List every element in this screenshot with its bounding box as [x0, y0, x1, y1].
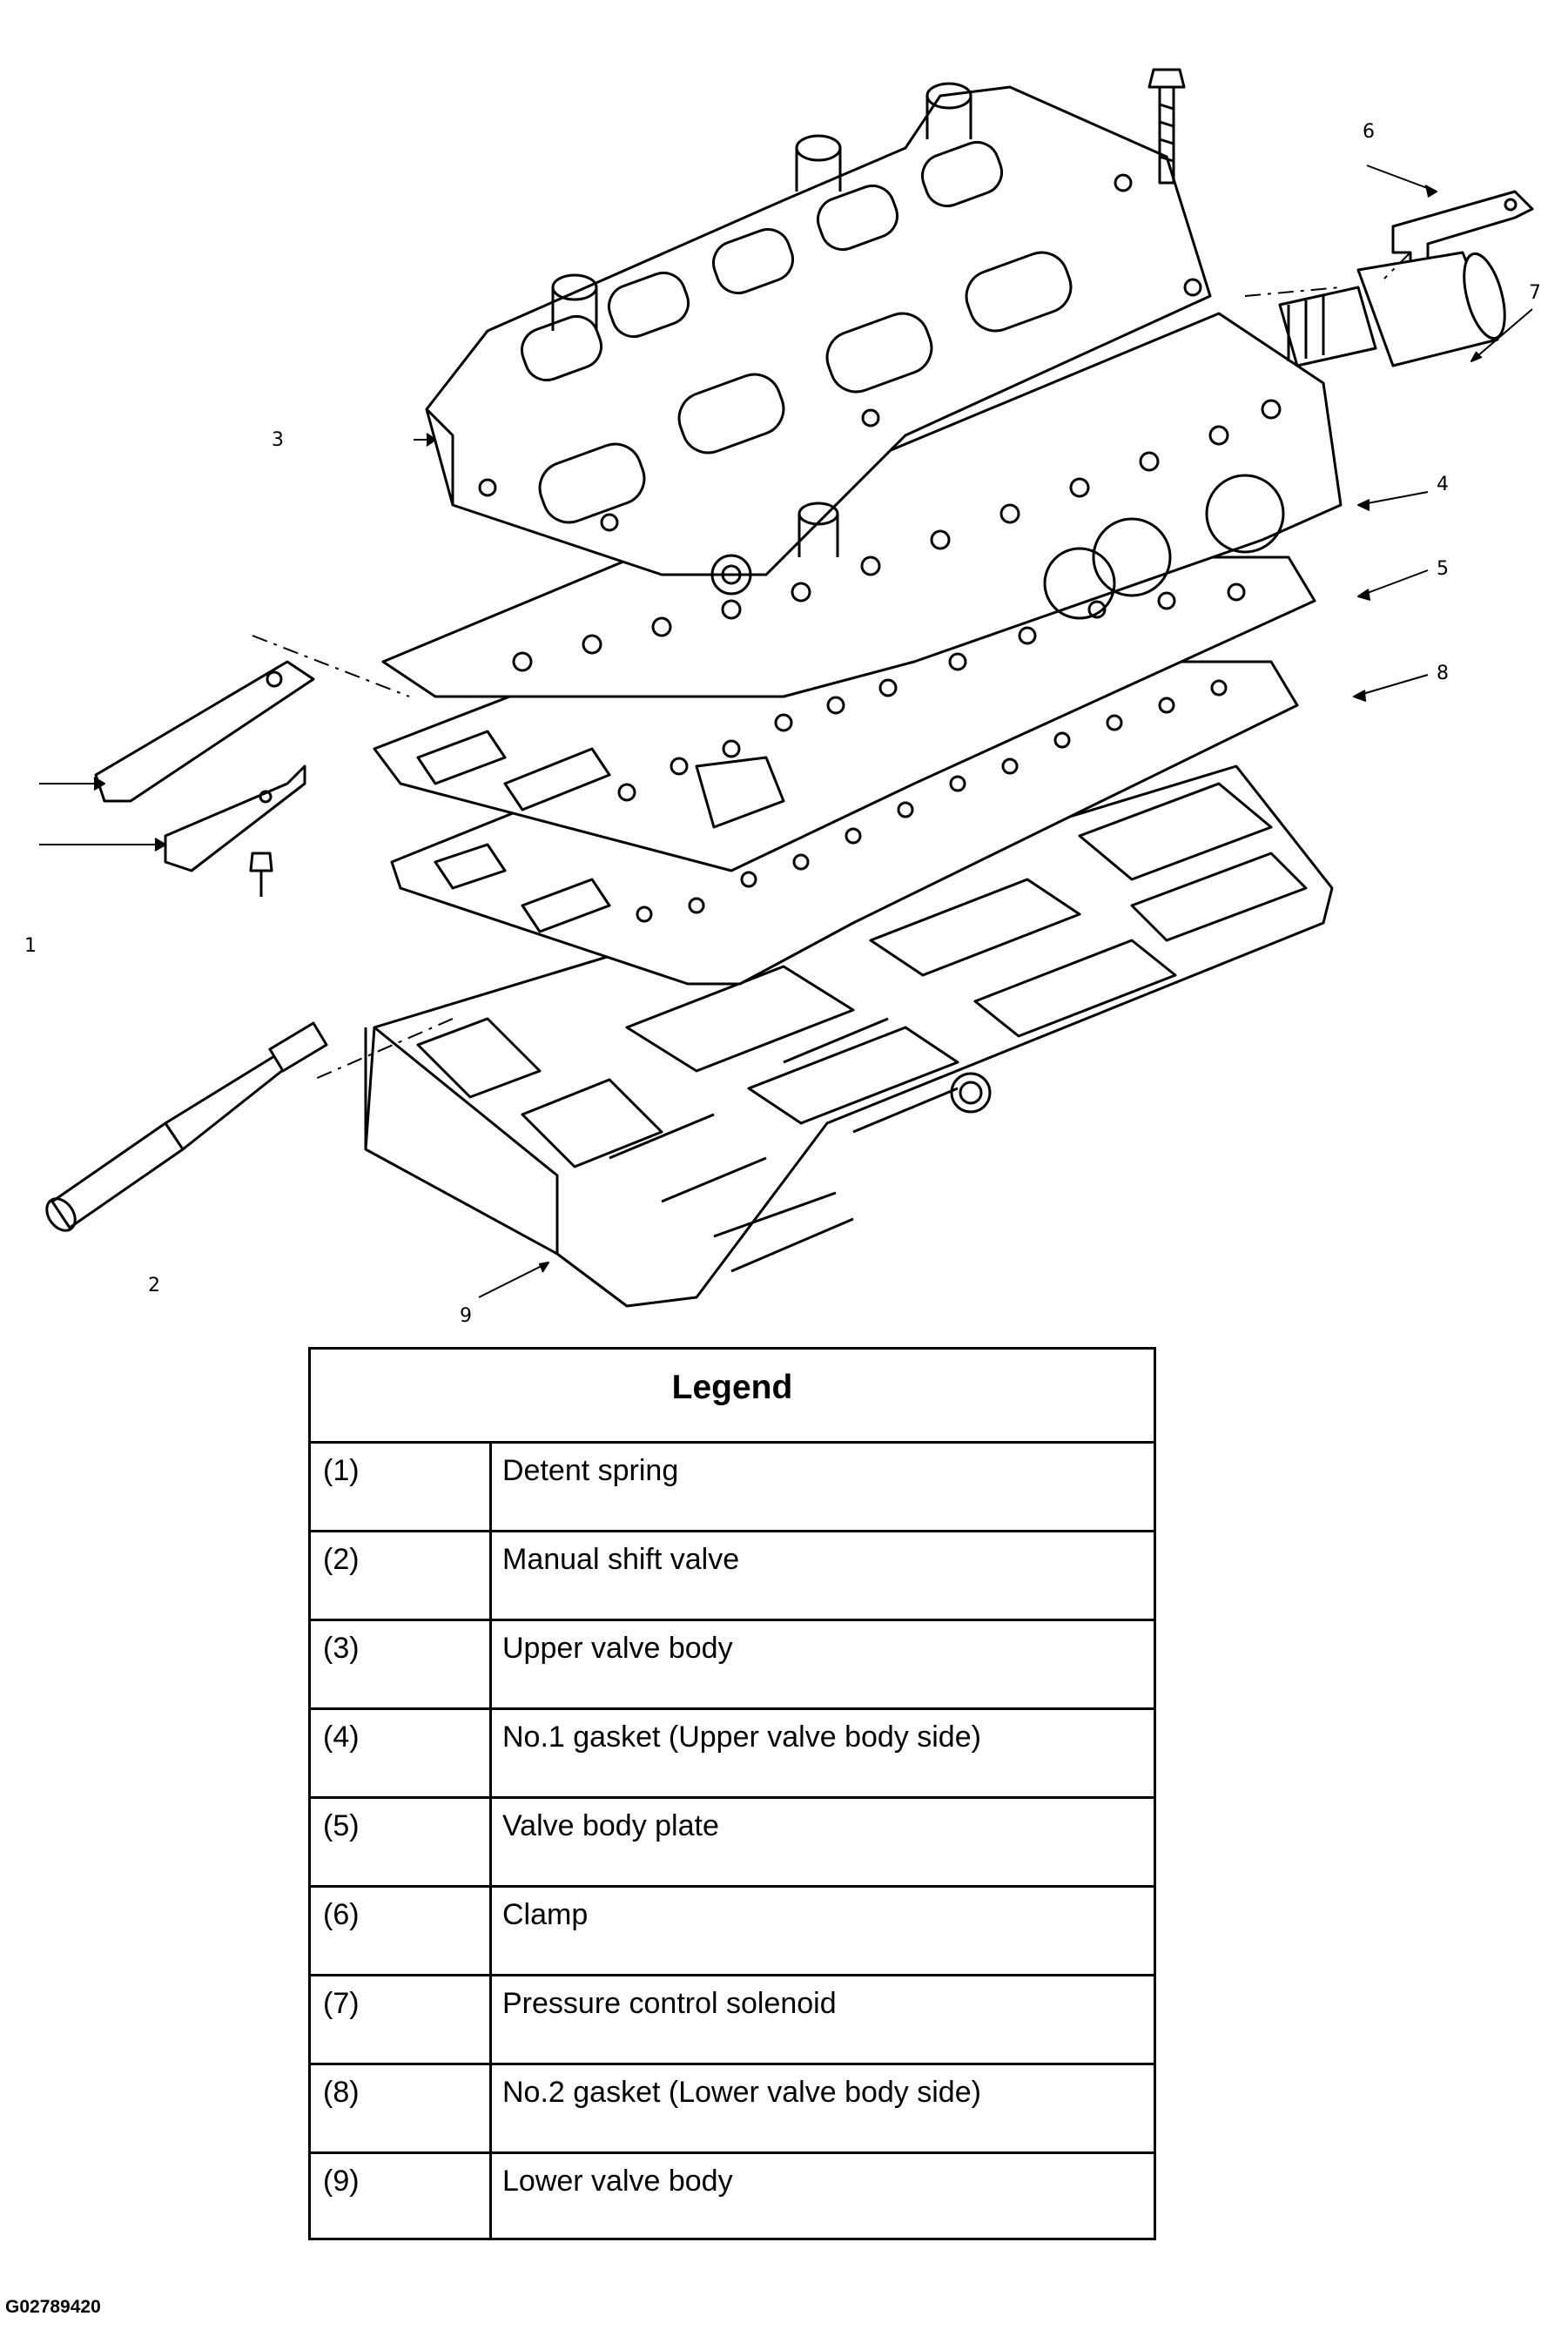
legend-description: Valve body plate — [502, 1809, 719, 1842]
legend-header: Legend — [311, 1350, 1154, 1444]
callout-5: 5 — [1437, 558, 1449, 580]
legend-row: (1) Detent spring — [311, 1444, 1154, 1532]
callout-8: 8 — [1437, 663, 1449, 684]
figure-id: G02789420 — [5, 2297, 101, 2317]
legend-row: (3) Upper valve body — [311, 1621, 1154, 1710]
legend-description: No.2 gasket (Lower valve body side) — [502, 2076, 981, 2109]
callout-4: 4 — [1437, 474, 1449, 495]
legend-row: (7) Pressure control solenoid — [311, 1976, 1154, 2065]
callout-9: 9 — [460, 1305, 472, 1327]
legend-description: Clamp — [502, 1898, 589, 1931]
no2-gasket — [390, 660, 1299, 986]
legend-number: (2) — [311, 1532, 492, 1619]
legend-number: (7) — [311, 1976, 492, 2063]
manual-shift-valve — [45, 1021, 328, 1232]
legend-row: (6) Clamp — [311, 1888, 1154, 1976]
callout-2: 2 — [148, 1275, 160, 1296]
no1-gasket — [381, 312, 1343, 829]
legend-description: Manual shift valve — [502, 1543, 740, 1576]
lower-valve-body — [364, 764, 1334, 1308]
legend-number: (9) — [311, 2154, 492, 2238]
legend-description: Pressure control solenoid — [502, 1987, 837, 2020]
legend-number: (8) — [311, 2065, 492, 2151]
bolt — [1147, 68, 1186, 185]
callout-3: 3 — [272, 429, 284, 451]
callout-6: 6 — [1363, 121, 1375, 143]
legend-description: Detent spring — [502, 1454, 679, 1487]
legend-row: (8) No.2 gasket (Lower valve body side) — [311, 2065, 1154, 2154]
pressure-control-solenoid — [1278, 251, 1506, 367]
legend-row: (5) Valve body plate — [311, 1799, 1154, 1888]
legend-number: (5) — [311, 1799, 492, 1885]
legend-table: Legend (1) Detent spring (2) Manual shif… — [308, 1347, 1156, 2240]
callout-1: 1 — [24, 935, 37, 957]
upper-valve-body — [425, 82, 1212, 596]
legend-number: (1) — [311, 1444, 492, 1530]
legend-title: Legend — [671, 1369, 793, 1406]
legend-number: (4) — [311, 1710, 492, 1796]
detent-spring — [94, 660, 315, 897]
legend-description: No.1 gasket (Upper valve body side) — [502, 1720, 981, 1754]
exploded-valve-body-diagram: 1 2 3 4 5 6 7 8 9 — [24, 68, 1541, 1327]
legend-number: (3) — [311, 1621, 492, 1707]
callout-7: 7 — [1529, 282, 1541, 304]
legend-row: (2) Manual shift valve — [311, 1532, 1154, 1621]
legend-row: (9) Lower valve body — [311, 2154, 1154, 2238]
legend-row: (4) No.1 gasket (Upper valve body side) — [311, 1710, 1154, 1799]
legend-description: Lower valve body — [502, 2165, 733, 2198]
legend-description: Upper valve body — [502, 1632, 733, 1665]
legend-number: (6) — [311, 1888, 492, 1974]
